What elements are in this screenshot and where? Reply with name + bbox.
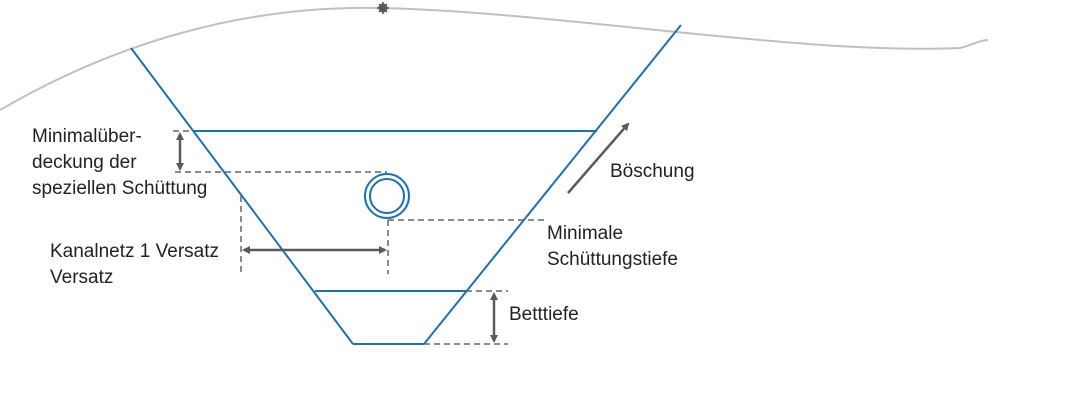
dimension-guides [173, 130, 548, 345]
min-fill-depth-label: Minimale Schüttungstiefe [547, 221, 678, 273]
label-line: Versatz [50, 267, 114, 288]
min-cover-label: Minimalüber- deckung der speziellen Schü… [32, 124, 207, 202]
gear-icon [377, 2, 389, 14]
label-line: Schüttungstiefe [547, 249, 678, 270]
label-line: Kanalnetz 1 Versatz [50, 241, 219, 262]
label-line: speziellen Schüttung [32, 178, 208, 199]
bed-depth-label: Betttiefe [509, 304, 579, 325]
slope-arrow [567, 122, 630, 194]
pipe-icon [364, 173, 410, 219]
slope-label: Böschung [610, 161, 695, 182]
label-line: Minimale [547, 223, 624, 244]
label-line: deckung der [32, 152, 137, 173]
offset-label: Kanalnetz 1 Versatz Versatz [50, 239, 219, 291]
label-line: Minimalüber- [32, 126, 142, 147]
ground-surface-line [0, 6, 989, 111]
